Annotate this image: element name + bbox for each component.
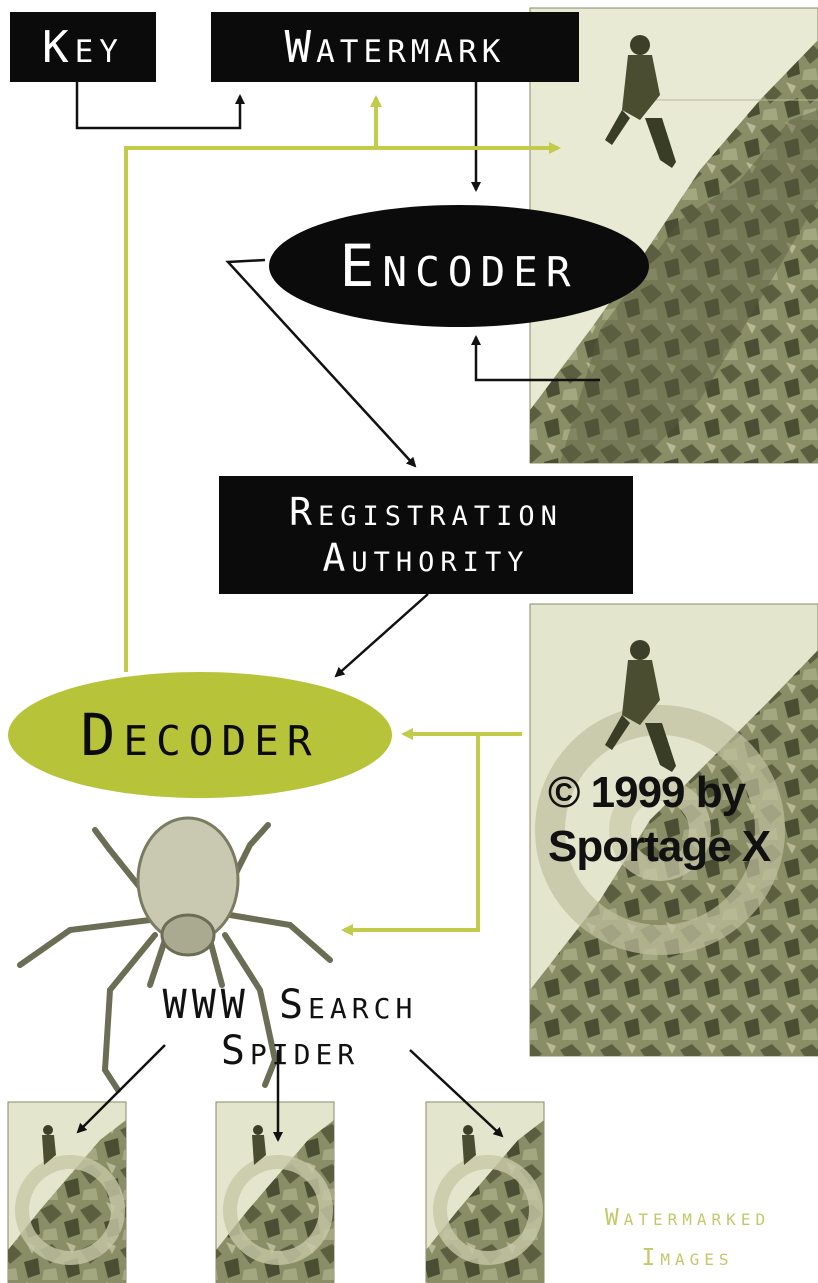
copyright-notice: © 1999 by Sportage X <box>548 766 818 874</box>
search-spider-label: WWW Search Spider <box>110 982 470 1074</box>
spider-label-line1: WWW Search <box>110 982 470 1028</box>
copyright-line1: © 1999 by <box>548 766 818 820</box>
watermarked-label-line1: Watermarked <box>560 1198 815 1238</box>
watermark-label: Watermark <box>285 22 506 73</box>
encoder-label: Encoder <box>339 232 578 300</box>
registration-label-line1: Registration <box>289 489 563 535</box>
key-node: Key <box>10 12 156 82</box>
encoder-node: Encoder <box>269 205 649 327</box>
watermarked-images-label: Watermarked Images <box>560 1198 815 1278</box>
watermarked-label-line2: Images <box>560 1238 815 1278</box>
registration-label-line2: Authority <box>323 535 530 581</box>
thumbnail-photo-2 <box>216 1102 334 1283</box>
thumbnail-photo-1 <box>8 1102 126 1283</box>
watermark-node: Watermark <box>211 12 579 82</box>
thumbnail-photo-3 <box>426 1102 544 1283</box>
decoder-label: Decoder <box>80 701 319 769</box>
spider-label-line2: Spider <box>110 1028 470 1074</box>
decoder-node: Decoder <box>8 672 392 798</box>
copyright-line2: Sportage X <box>548 820 818 874</box>
key-label: Key <box>42 22 124 73</box>
registration-authority-node: Registration Authority <box>219 476 633 594</box>
